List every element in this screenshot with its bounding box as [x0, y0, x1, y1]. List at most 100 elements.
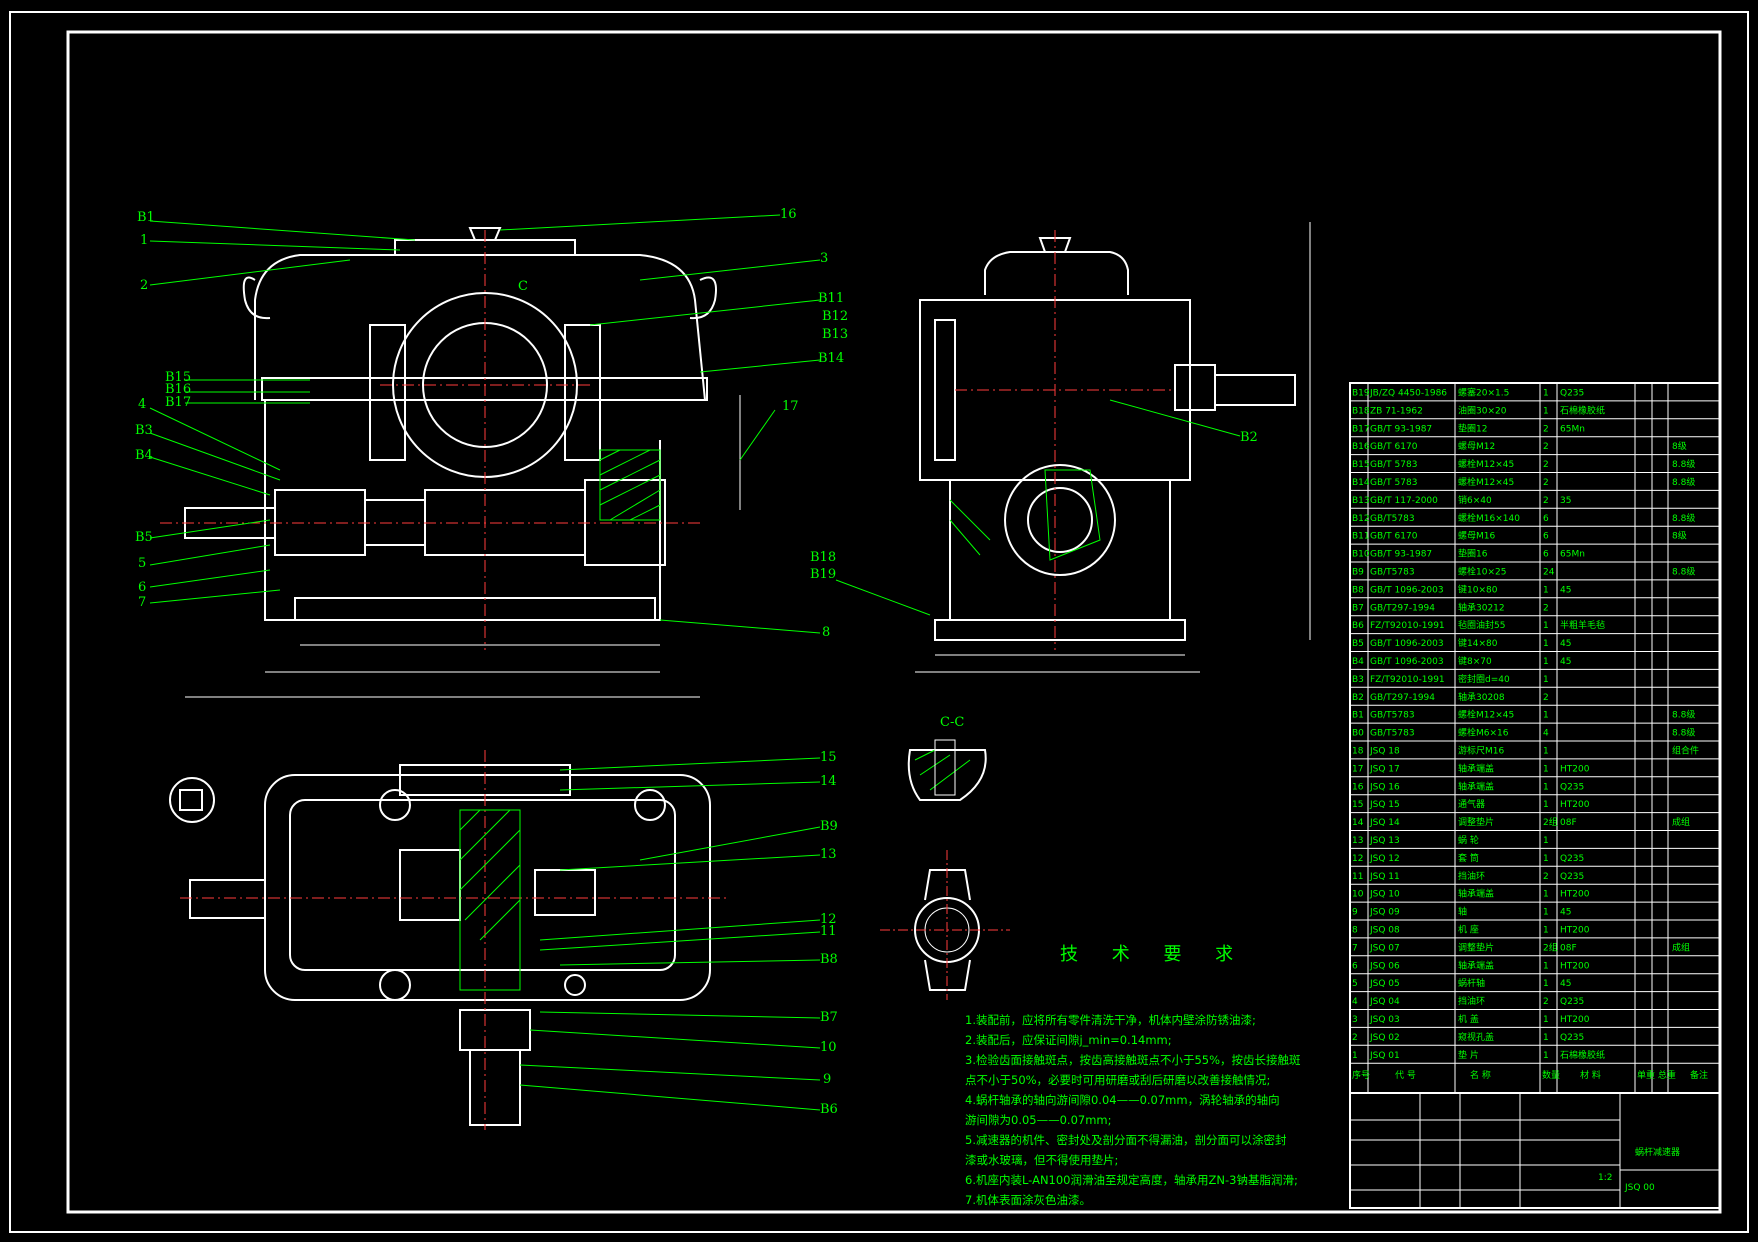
- title-name: 蜗杆减速器: [1635, 1146, 1680, 1158]
- bom-cell-qty: 2组: [1543, 941, 1558, 953]
- bom-cell-no: B14: [1352, 478, 1370, 488]
- bom-cell-code: JSQ 08: [1369, 926, 1400, 936]
- bom-cell-no: B3: [1352, 675, 1364, 685]
- bom-cell-mat: 08F: [1560, 943, 1577, 953]
- bom-cell-no: 18: [1352, 747, 1364, 757]
- tech-item-7: 7.机体表面涂灰色油漆。: [965, 1193, 1091, 1207]
- bom-cell-note: 8.8级: [1672, 458, 1695, 470]
- bom-cell-name: 轴承端盖: [1458, 888, 1494, 900]
- bom-cell-qty: 2: [1543, 603, 1549, 613]
- bom-cell-mat: 45: [1560, 657, 1571, 667]
- bom-cell-code: FZ/T92010-1991: [1370, 675, 1445, 685]
- bom-cell-no: B7: [1352, 603, 1364, 613]
- bom-cell-code: GB/T 6170: [1370, 532, 1418, 542]
- side-leaders: [835, 399, 1241, 616]
- label-B3: B3: [135, 423, 153, 438]
- bom-cell-code: GB/T5783: [1370, 514, 1415, 524]
- bom-cell-name: 螺塞20×1.5: [1458, 387, 1509, 399]
- bom-cell-qty: 6: [1543, 532, 1549, 542]
- bom-cell-no: B12: [1352, 514, 1370, 524]
- bom-cell-no: 3: [1352, 1015, 1358, 1025]
- bom-cell-qty: 2: [1543, 872, 1549, 882]
- label-B15: B15: [165, 370, 191, 385]
- bom-cell-note: 8.8级: [1672, 566, 1695, 578]
- bom-cell-code: GB/T 6170: [1370, 442, 1418, 452]
- bom-cell-code: JSQ 13: [1369, 836, 1400, 846]
- title-block: [1349, 1092, 1721, 1209]
- bom-cell-mat: HT200: [1560, 890, 1590, 900]
- bom-cell-qty: 6: [1543, 550, 1549, 560]
- label-4: 4: [138, 397, 146, 412]
- label-B11: B11: [818, 291, 844, 306]
- bom-cell-no: B19: [1352, 389, 1370, 399]
- bom-cell-mat: HT200: [1560, 764, 1590, 774]
- label-B1: B1: [137, 210, 155, 225]
- bom-cell-name: 游标尺M16: [1458, 745, 1504, 757]
- bom-cell-no: 17: [1352, 764, 1363, 774]
- bom-cell-code: JSQ 06: [1369, 961, 1400, 971]
- bom-cell-name: 垫圈12: [1458, 422, 1487, 434]
- bom-cell-code: GB/T297-1994: [1370, 603, 1435, 613]
- bom-cell-name: 机 座: [1458, 924, 1479, 936]
- bom-cell-note: 8.8级: [1672, 709, 1695, 721]
- bom-cell-qty: 1: [1543, 908, 1549, 918]
- section-mark: C: [518, 279, 528, 294]
- bom-header-weight: 单重 总重: [1637, 1069, 1676, 1081]
- tech-item-1: 1.装配前，应将所有零件清洗干净，机体内壁涂防锈油漆;: [965, 1013, 1256, 1027]
- bom-cell-qty: 2: [1543, 478, 1549, 488]
- bom-cell-qty: 2: [1543, 496, 1549, 506]
- tech-item-3: 3.检验齿面接触斑点，按齿高接触斑点不小于55%，按齿长接触斑: [965, 1053, 1301, 1067]
- bom-cell-qty: 4: [1543, 729, 1549, 739]
- bom-header-name: 名 称: [1470, 1069, 1491, 1081]
- label-1: 1: [140, 233, 148, 248]
- bom-cell-mat: Q235: [1560, 997, 1584, 1007]
- bom-cell-mat: 45: [1560, 639, 1571, 649]
- bom-cell-qty: 2: [1543, 693, 1549, 703]
- bom-cell-code: GB/T 1096-2003: [1370, 639, 1444, 649]
- label-B13: B13: [822, 327, 848, 342]
- bom-cell-qty: 2组: [1543, 816, 1558, 828]
- bom-cell-qty: 1: [1543, 836, 1549, 846]
- front-view: [160, 227, 741, 698]
- bom-cell-qty: 1: [1543, 782, 1549, 792]
- bom-cell-code: JSQ 03: [1369, 1015, 1400, 1025]
- label-9: 9: [823, 1072, 831, 1087]
- bom-cell-mat: Q235: [1560, 872, 1584, 882]
- bom-cell-name: 键14×80: [1458, 637, 1498, 649]
- outer-frame: [9, 11, 1749, 1233]
- bom-cell-no: B13: [1352, 496, 1370, 506]
- bom-cell-code: GB/T 5783: [1370, 478, 1417, 488]
- bom-cell-no: 9: [1352, 908, 1358, 918]
- label-B18: B18: [810, 550, 836, 565]
- bom-cell-name: 油圈30×20: [1458, 404, 1507, 416]
- label-B19: B19: [810, 567, 836, 582]
- bom-cell-note: 成组: [1672, 941, 1690, 953]
- plan-view: [180, 750, 730, 1130]
- bom-cell-name: 蜗 轮: [1458, 834, 1479, 846]
- bom-cell-code: JSQ 16: [1369, 782, 1400, 792]
- bom-cell-mat: 65Mn: [1560, 424, 1585, 434]
- label-11: 11: [820, 924, 837, 939]
- label-B2: B2: [1240, 430, 1258, 445]
- bom-cell-note: 8级: [1672, 440, 1687, 452]
- bom-cell-code: GB/T297-1994: [1370, 693, 1435, 703]
- bom-cell-name: 挡油环: [1458, 995, 1485, 1007]
- bom-cell-qty: 2: [1543, 997, 1549, 1007]
- bom-cell-name: 螺栓10×25: [1458, 566, 1506, 578]
- bom-cell-qty: 1: [1543, 747, 1549, 757]
- bom-cell-no: B17: [1352, 424, 1370, 434]
- label-8: 8: [822, 625, 830, 640]
- label-B12: B12: [822, 309, 848, 324]
- bom-cell-code: GB/T 93-1987: [1370, 550, 1432, 560]
- label-16: 16: [780, 207, 797, 222]
- bom-cell-note: 8.8级: [1672, 476, 1695, 488]
- bom-cell-no: B10: [1352, 550, 1370, 560]
- bom-cell-qty: 1: [1543, 961, 1549, 971]
- label-B14: B14: [818, 351, 844, 366]
- bom-cell-qty: 6: [1543, 514, 1549, 524]
- bom-cell-no: B11: [1352, 532, 1370, 542]
- bom-cell-name: 通气器: [1458, 798, 1485, 810]
- bom-cell-note: 组合件: [1672, 745, 1699, 757]
